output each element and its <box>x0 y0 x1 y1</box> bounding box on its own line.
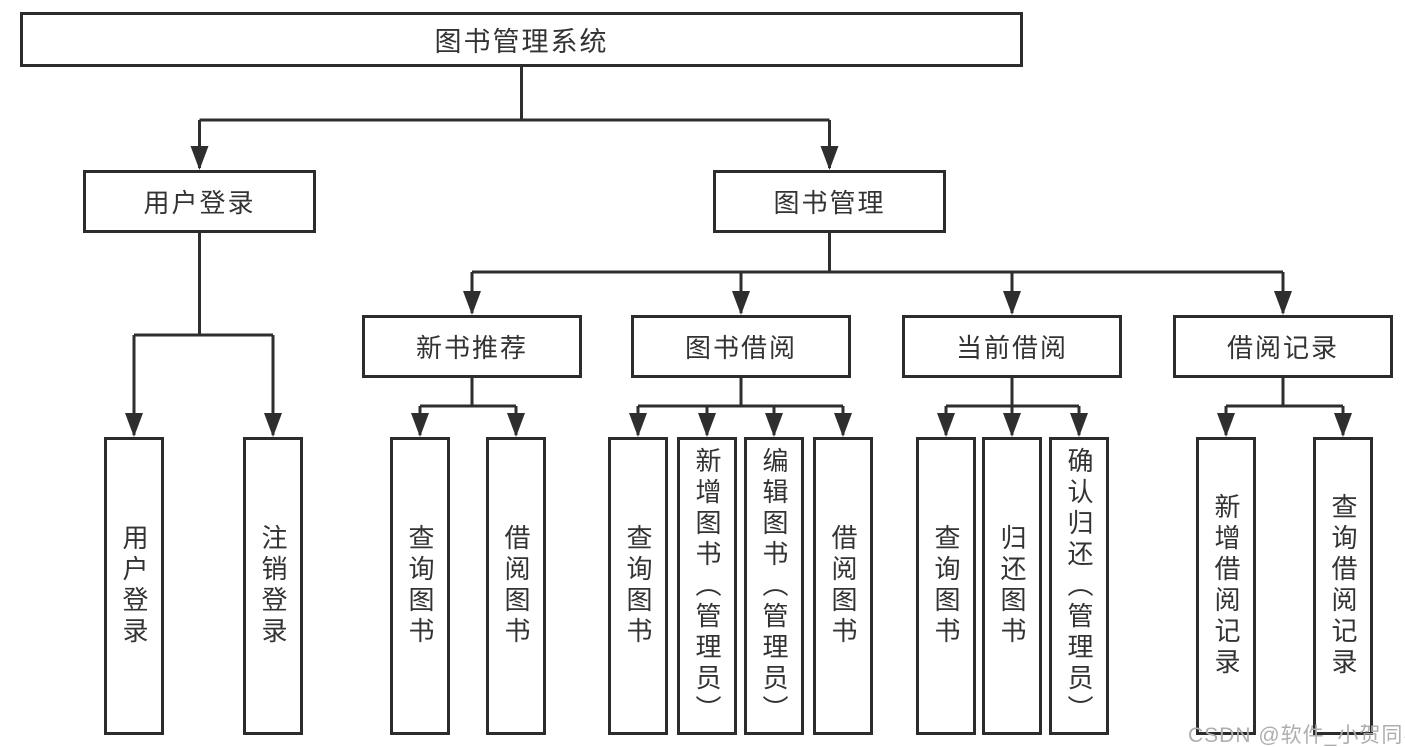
node-leaf-borrowing-query-book: 查询图书 <box>608 437 668 735</box>
node-leaf-logout-login: 注销登录 <box>243 437 303 735</box>
node-current-borrowing: 当前借阅 <box>902 315 1122 378</box>
connector-root-to-level2 <box>190 67 839 170</box>
arrowhead-icon <box>411 413 429 437</box>
node-root-library-system: 图书管理系统 <box>20 12 1023 67</box>
arrowhead-icon <box>1334 413 1352 437</box>
arrowhead-icon <box>629 413 647 437</box>
node-label: 编辑图书（管理员） <box>759 446 789 726</box>
node-leaf-borrowing-add-book-admin: 新增图书（管理员） <box>677 437 737 735</box>
node-label: 借阅图书 <box>501 524 531 648</box>
arrowhead-icon <box>190 146 209 170</box>
node-leaf-borrowing-edit-book-admin: 编辑图书（管理员） <box>744 437 804 735</box>
node-book-borrowing: 图书借阅 <box>631 315 851 378</box>
connector-newbook-children <box>411 378 525 437</box>
node-label: 查询图书 <box>931 524 961 648</box>
node-leaf-current-return-book: 归还图书 <box>982 437 1042 735</box>
connector-line <box>132 233 275 435</box>
connector-user-login-children <box>125 233 282 437</box>
arrowhead-icon <box>1217 413 1235 437</box>
arrowhead-icon <box>463 291 481 315</box>
connector-borrowing-children <box>629 378 852 437</box>
node-label: 查询图书 <box>405 524 435 648</box>
connector-line <box>470 233 1285 313</box>
node-label: 图书管理 <box>773 188 886 218</box>
node-leaf-records-query-record: 查询借阅记录 <box>1313 437 1373 735</box>
arrowhead-icon <box>1070 413 1088 437</box>
arrowhead-icon <box>765 413 783 437</box>
node-book-management: 图书管理 <box>713 170 946 233</box>
arrowhead-icon <box>1003 413 1021 437</box>
connector-current-children <box>937 378 1088 437</box>
node-label: 查询借阅记录 <box>1328 493 1358 679</box>
connector-line <box>418 378 518 435</box>
connector-line <box>1224 378 1345 435</box>
arrowhead-icon <box>834 413 852 437</box>
node-new-book-recommendation: 新书推荐 <box>362 315 582 378</box>
node-leaf-newbook-query-book: 查询图书 <box>390 437 450 735</box>
node-label: 用户登录 <box>119 524 149 648</box>
csdn-watermark: CSDN @软件_小贺同学 <box>1188 724 1405 747</box>
connector-book-management-sections <box>463 233 1292 315</box>
node-label: 图书管理系统 <box>434 27 609 57</box>
node-leaf-records-add-record: 新增借阅记录 <box>1196 437 1256 735</box>
arrowhead-icon <box>1003 291 1021 315</box>
arrowhead-icon <box>507 413 525 437</box>
node-label: 新增图书（管理员） <box>692 446 722 726</box>
node-label: 归还图书 <box>997 524 1027 648</box>
node-label: 查询图书 <box>623 524 653 648</box>
node-label: 新书推荐 <box>415 333 528 363</box>
node-label: 确认归还（管理员） <box>1064 446 1094 726</box>
connector-records-children <box>1217 378 1352 437</box>
node-label: 注销登录 <box>258 524 288 648</box>
connector-line <box>198 67 831 168</box>
node-leaf-current-query-book: 查询图书 <box>916 437 976 735</box>
arrowhead-icon <box>732 291 750 315</box>
node-leaf-current-confirm-return-admin: 确认归还（管理员） <box>1049 437 1109 735</box>
node-leaf-borrowing-borrow-book: 借阅图书 <box>813 437 873 735</box>
arrowhead-icon <box>937 413 955 437</box>
arrowhead-icon <box>125 413 143 437</box>
node-user-login: 用户登录 <box>83 170 316 233</box>
connector-line <box>636 378 845 435</box>
arrowhead-icon <box>698 413 716 437</box>
node-label: 借阅图书 <box>828 524 858 648</box>
arrowhead-icon <box>820 146 839 170</box>
node-label: 图书借阅 <box>684 333 797 363</box>
node-label: 新增借阅记录 <box>1211 493 1241 679</box>
node-label: 当前借阅 <box>955 333 1068 363</box>
node-label: 用户登录 <box>143 188 256 218</box>
arrowhead-icon <box>264 413 282 437</box>
node-borrowing-records: 借阅记录 <box>1173 315 1393 378</box>
arrowhead-icon <box>1274 291 1292 315</box>
node-leaf-user-login: 用户登录 <box>104 437 164 735</box>
node-leaf-newbook-borrow-book: 借阅图书 <box>486 437 546 735</box>
node-label: 借阅记录 <box>1226 333 1339 363</box>
